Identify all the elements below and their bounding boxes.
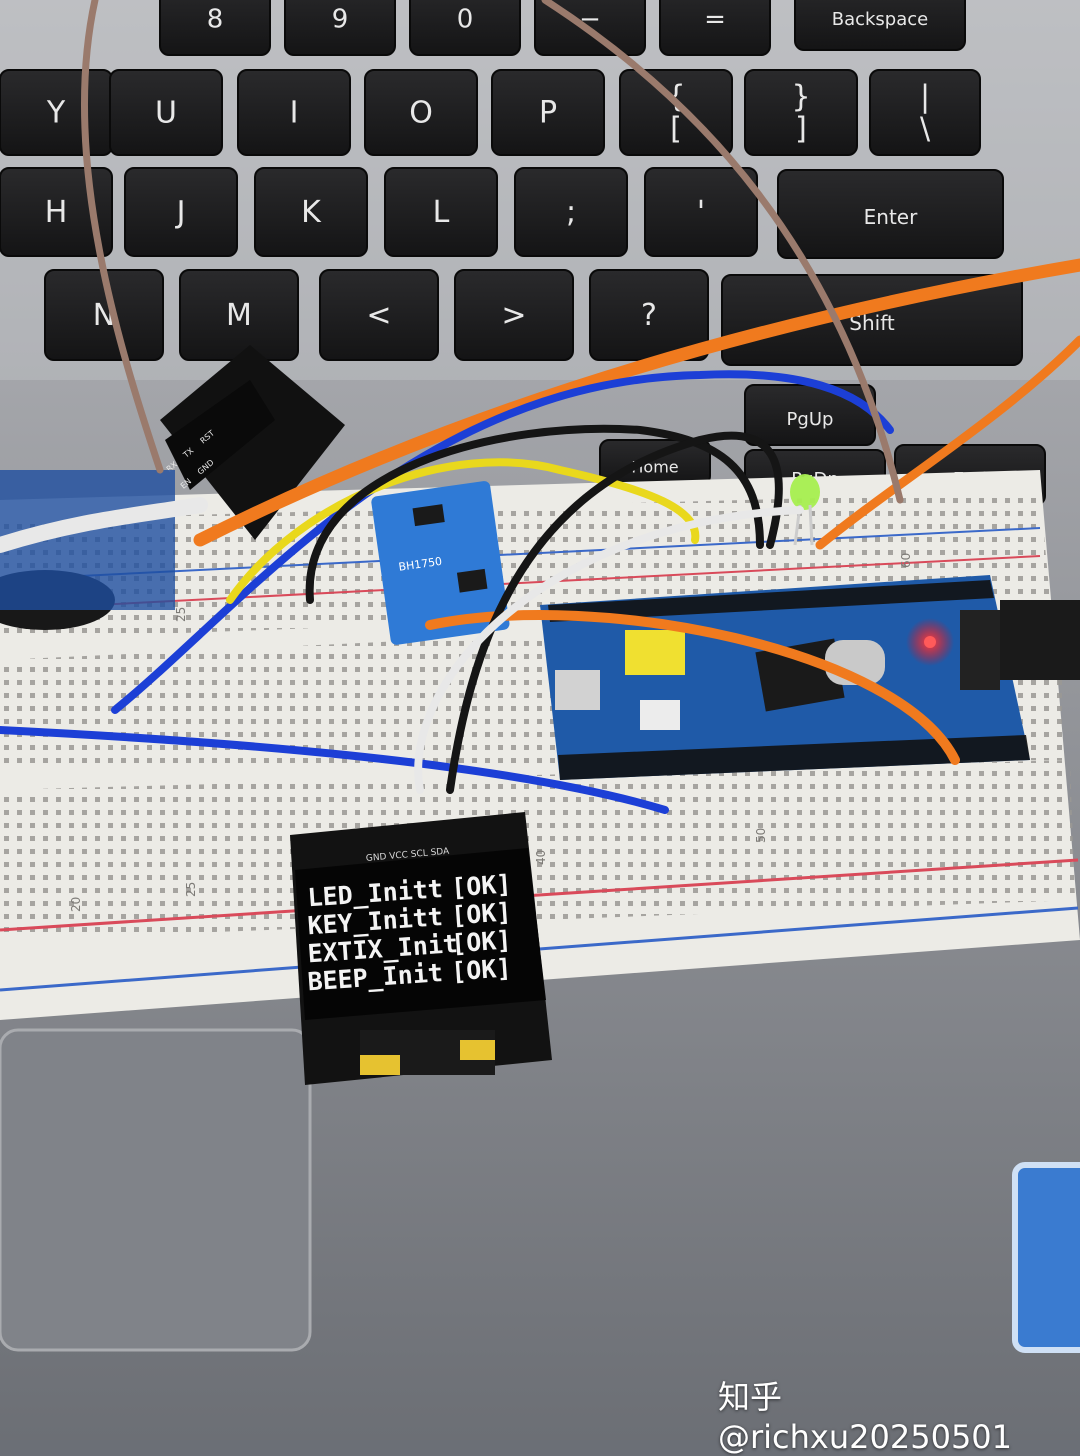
power-rail-red	[0, 858, 1079, 932]
key-: >	[454, 269, 574, 361]
key-sub-label: [	[670, 112, 682, 147]
key-y: Y	[0, 69, 113, 156]
key-label: ?	[641, 298, 657, 333]
breadboard-number: 40	[534, 850, 548, 865]
oled-line: BEEP_Init[OK]	[307, 953, 513, 996]
key-label: O	[409, 96, 433, 131]
key-label: >	[501, 298, 526, 333]
breadboard-number: 60	[899, 553, 913, 568]
oled-module: GND VCC SCL SDA LED_Initt[OK]KEY_Initt[O…	[290, 812, 552, 1085]
key-0: 0	[409, 0, 521, 56]
key-i: I	[237, 69, 351, 156]
key-label: P	[539, 96, 557, 131]
oled-screen	[295, 848, 546, 1020]
oled-line-status: [OK]	[450, 897, 512, 930]
key-label: ;	[566, 195, 576, 230]
sticker	[1012, 1162, 1080, 1353]
key-label: I	[290, 96, 299, 131]
key-j: J	[124, 167, 238, 257]
usb-port	[555, 670, 600, 710]
breadboard-number: 25	[184, 882, 198, 897]
key-label: U	[155, 96, 177, 131]
mcu-chip	[755, 638, 845, 712]
key-label: '	[697, 195, 705, 230]
key-: |\	[869, 69, 981, 156]
breadboard-numbers: 25 20 25 40 50 60	[69, 553, 913, 912]
key-m: M	[179, 269, 299, 361]
key-backspace: Backspace	[794, 0, 966, 51]
key-sub-label: ]	[795, 112, 807, 147]
key-n: N	[44, 269, 164, 361]
sensor-label: BH1750	[398, 555, 443, 574]
jumper-wires	[0, 0, 1080, 814]
key-label: PgUp	[787, 409, 834, 430]
breadboard-number: 50	[754, 828, 768, 843]
key-shift: Shift	[721, 274, 1023, 366]
key-label: 8	[207, 5, 224, 35]
key-: <	[319, 269, 439, 361]
key-: }]	[744, 69, 858, 156]
watermark: 知乎 @richxu20250501	[718, 1378, 1013, 1456]
key-label: Y	[46, 96, 66, 131]
key-9: 9	[284, 0, 396, 56]
key-8: 8	[159, 0, 271, 56]
bh1750-sensor: BH1750	[371, 481, 510, 645]
key-h: H	[0, 167, 113, 257]
key-label: <	[366, 298, 391, 333]
breadboard-number: 25	[174, 607, 188, 622]
key-l: L	[384, 167, 498, 257]
key-u: U	[109, 69, 223, 156]
key-: =	[659, 0, 771, 56]
key-label: 0	[457, 5, 474, 35]
key-label: H	[45, 195, 68, 230]
reset-button	[640, 700, 680, 730]
touchpad	[0, 1028, 312, 1352]
jumper	[625, 630, 685, 675]
breadboard-number: 20	[69, 897, 83, 912]
oled-line-status: [OK]	[450, 869, 512, 902]
key-o: O	[364, 69, 478, 156]
key-label: Backspace	[832, 9, 929, 30]
key-p: P	[491, 69, 605, 156]
key-label: J	[175, 195, 186, 230]
oled-line-status: [OK]	[450, 953, 512, 986]
key-label: K	[301, 195, 322, 230]
key-label: M	[226, 298, 252, 333]
header-pins	[960, 610, 1000, 690]
key-sub-label: \	[920, 112, 931, 147]
key-enter: Enter	[777, 169, 1004, 259]
key-label: |	[920, 80, 930, 115]
key-label: 9	[332, 5, 349, 35]
key-pgup: PgUp	[744, 384, 876, 446]
key-label: Enter	[864, 205, 918, 229]
key-label: =	[704, 5, 726, 35]
key-label: }	[791, 80, 810, 115]
key-k: K	[254, 167, 368, 257]
key-label: L	[433, 195, 450, 230]
key-: '	[644, 167, 758, 257]
debug-cable	[1000, 600, 1080, 680]
oled-line-status: [OK]	[450, 925, 512, 958]
key-: ;	[514, 167, 628, 257]
